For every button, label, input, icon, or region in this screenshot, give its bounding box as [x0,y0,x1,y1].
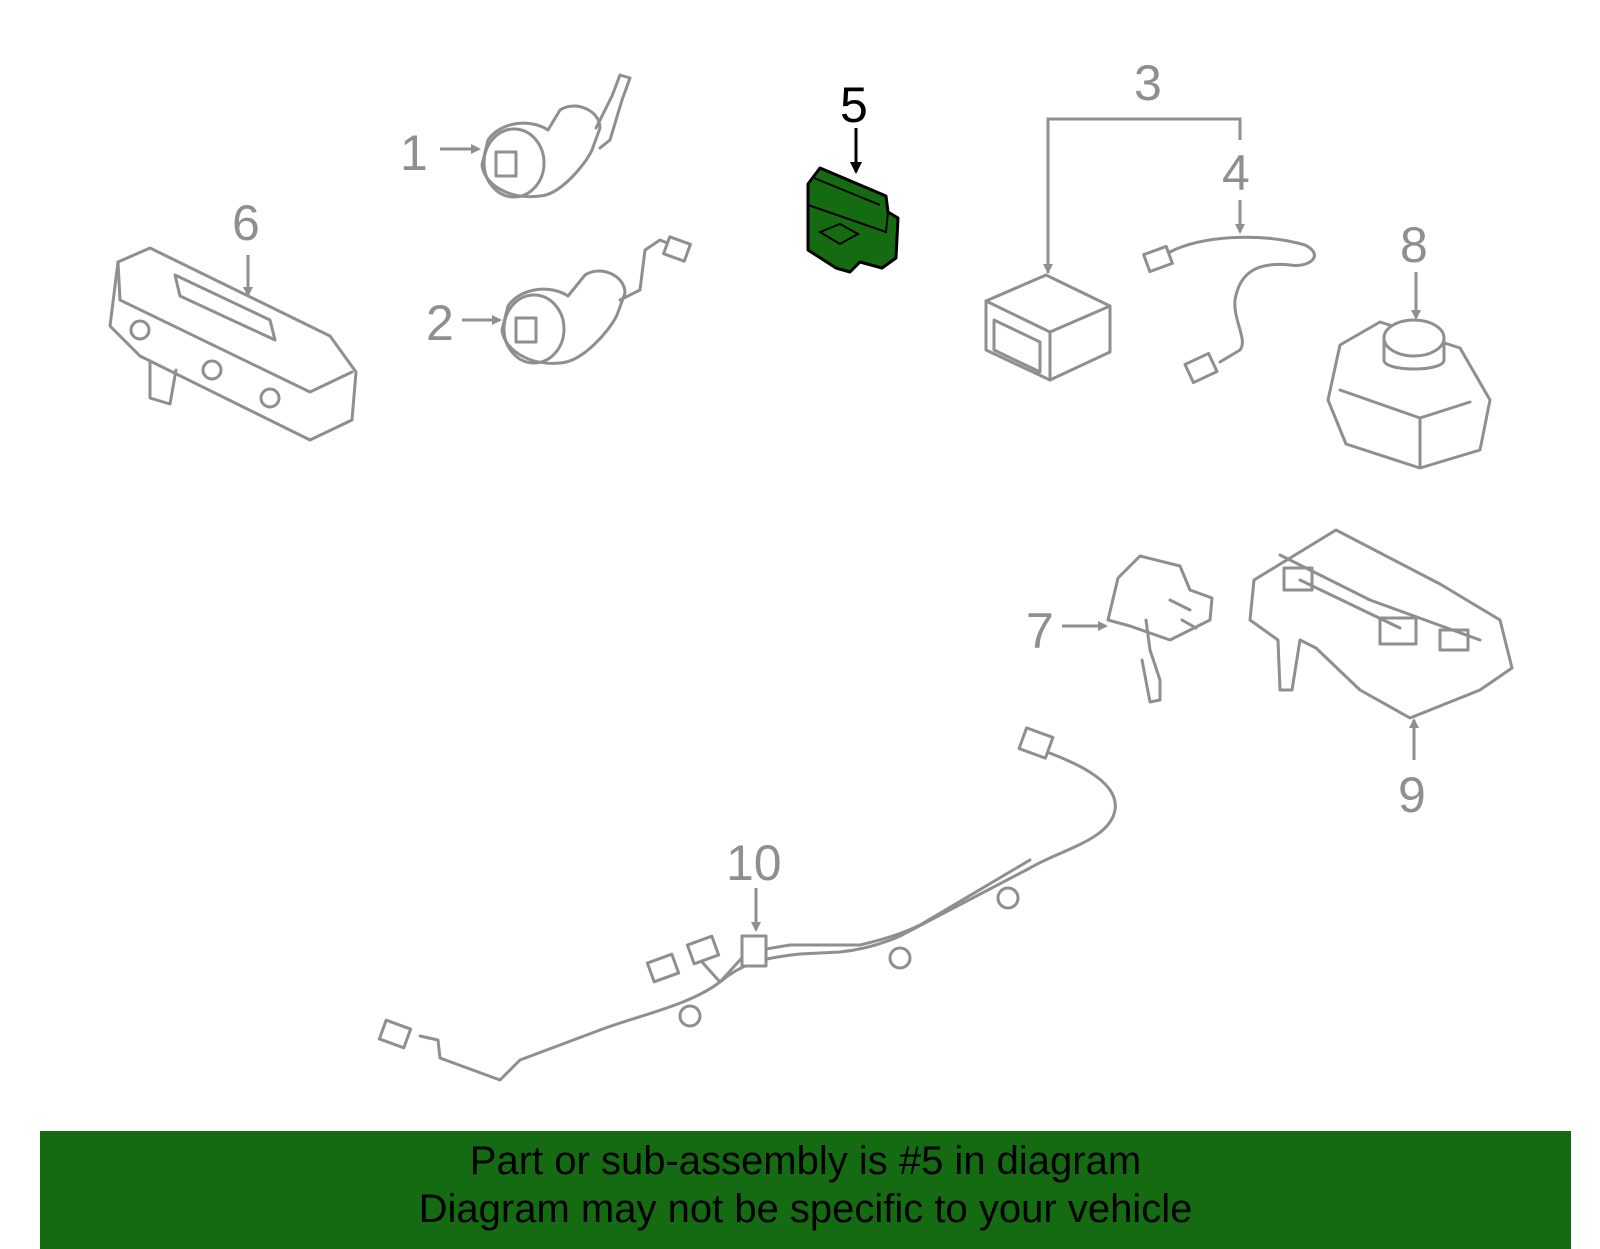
part-2-power-socket[interactable] [500,235,692,365]
part-9-console-bracket[interactable] [1248,528,1514,720]
banner-line-1: Part or sub-assembly is #5 in diagram [469,1139,1142,1183]
callout-7: 7 [1026,603,1054,659]
callout-3: 3 [1134,55,1162,111]
part-7-bracket[interactable] [1106,554,1214,704]
callout-2: 2 [426,295,454,351]
part-1-power-socket[interactable] [480,73,632,199]
callout-8: 8 [1400,217,1428,273]
callout-5: 5 [840,77,868,133]
leader-lines [243,117,1421,932]
info-banner: Part or sub-assembly is #5 in diagram Di… [40,1131,1571,1249]
part-6-switch-panel[interactable] [108,246,358,442]
part-8-controller-knob[interactable] [1326,318,1492,470]
banner-line-2: Diagram may not be specific to your vehi… [418,1187,1193,1231]
parts-diagram: 1 2 6 5 3 4 8 7 9 10 [108,55,1514,1082]
part-3-module-box[interactable] [984,273,1112,382]
part-10-wiring-harness[interactable] [377,726,1117,1082]
callout-10: 10 [726,835,782,891]
callout-4: 4 [1222,145,1250,201]
callout-6: 6 [232,195,260,251]
callout-9: 9 [1398,767,1426,823]
callout-1: 1 [400,125,428,181]
part-4-wiring-harness[interactable] [1142,235,1316,385]
part-5-control-module[interactable] [806,166,900,274]
